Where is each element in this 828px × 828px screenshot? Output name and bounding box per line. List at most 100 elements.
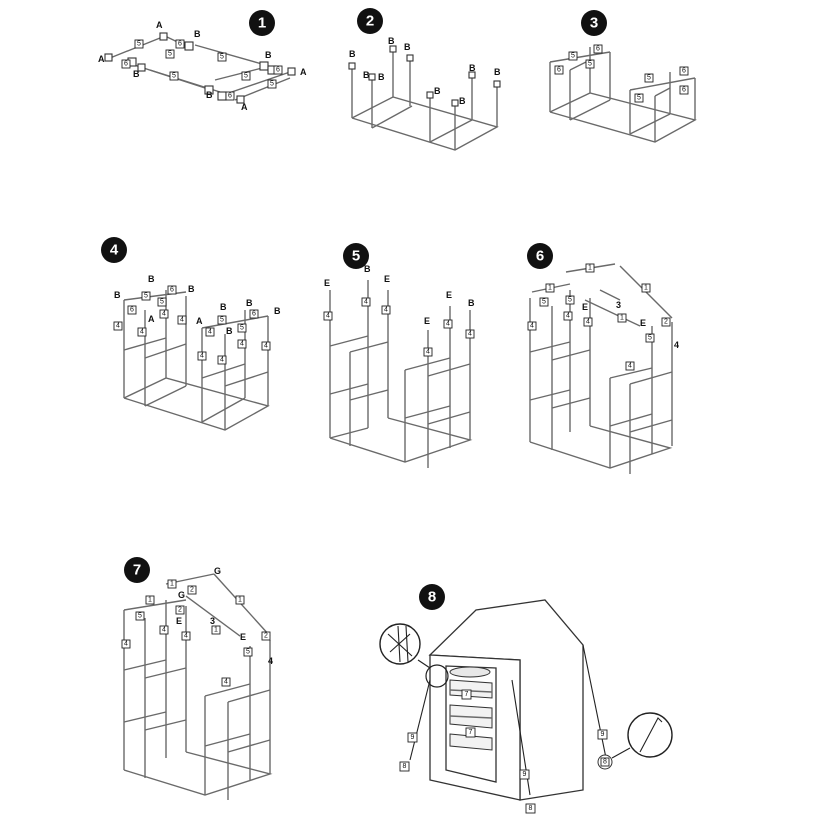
svg-text:1: 1 — [148, 597, 152, 604]
step-2-badge: 2 — [357, 8, 383, 34]
svg-text:5: 5 — [647, 75, 651, 82]
svg-text:5: 5 — [144, 293, 148, 300]
svg-text:4: 4 — [140, 329, 144, 336]
svg-text:4: 4 — [364, 299, 368, 306]
svg-text:B: B — [194, 29, 201, 39]
svg-text:9: 9 — [411, 734, 415, 741]
svg-text:A: A — [196, 316, 203, 326]
svg-text:B: B — [434, 86, 441, 96]
svg-text:3: 3 — [616, 300, 621, 310]
svg-text:G: G — [214, 566, 221, 576]
svg-text:B: B — [188, 284, 195, 294]
svg-text:6: 6 — [536, 248, 544, 265]
svg-text:5: 5 — [240, 325, 244, 332]
svg-text:4: 4 — [468, 331, 472, 338]
svg-text:4: 4 — [200, 353, 204, 360]
svg-text:4: 4 — [264, 343, 268, 350]
svg-text:5: 5 — [588, 61, 592, 68]
svg-text:4: 4 — [184, 633, 188, 640]
svg-text:5: 5 — [138, 613, 142, 620]
svg-text:E: E — [582, 302, 588, 312]
svg-text:4: 4 — [124, 641, 128, 648]
svg-text:7: 7 — [465, 691, 469, 698]
svg-text:1: 1 — [620, 315, 624, 322]
svg-text:6: 6 — [682, 68, 686, 75]
svg-text:B: B — [206, 90, 213, 100]
svg-text:5: 5 — [168, 51, 172, 58]
svg-text:4: 4 — [426, 349, 430, 356]
step-4-frame: 5 6 5 6 4 4 4 4 5 6 4 5 4 4 4 4 B B B A … — [113, 274, 281, 431]
step-6-frame: 1 1 1 1 5 5 4 4 4 2 5 4 3 4 E E — [527, 263, 679, 474]
svg-text:B: B — [469, 63, 476, 73]
svg-text:5: 5 — [220, 317, 224, 324]
svg-text:3: 3 — [590, 15, 598, 32]
svg-text:B: B — [220, 302, 227, 312]
svg-text:5: 5 — [220, 54, 224, 61]
svg-text:G: G — [178, 590, 185, 600]
svg-text:9: 9 — [601, 731, 605, 738]
step-8-badge: 8 — [419, 584, 445, 610]
svg-text:B: B — [148, 274, 155, 284]
svg-text:5: 5 — [352, 248, 360, 265]
svg-text:4: 4 — [208, 329, 212, 336]
step-8-greenhouse: 7 7 9 8 9 8 9 8 — [379, 599, 673, 814]
svg-text:5: 5 — [648, 335, 652, 342]
svg-text:4: 4 — [384, 307, 388, 314]
svg-text:B: B — [378, 72, 385, 82]
step-1-base-parts: 5 5 5 5 5 5 6 6 6 6 A B A B B A B A — [98, 20, 307, 112]
svg-text:2: 2 — [190, 587, 194, 594]
step-3-badge: 3 — [581, 10, 607, 36]
svg-text:B: B — [133, 69, 140, 79]
svg-text:4: 4 — [162, 627, 166, 634]
svg-text:7: 7 — [133, 562, 141, 579]
svg-text:1: 1 — [548, 285, 552, 292]
svg-text:E: E — [424, 316, 430, 326]
svg-text:6: 6 — [130, 307, 134, 314]
svg-text:B: B — [363, 70, 370, 80]
svg-text:E: E — [176, 616, 182, 626]
step-7-badge: 7 — [124, 557, 150, 583]
svg-text:4: 4 — [566, 313, 570, 320]
svg-text:A: A — [148, 314, 155, 324]
svg-text:1: 1 — [644, 285, 648, 292]
svg-text:5: 5 — [137, 41, 141, 48]
svg-text:4: 4 — [628, 363, 632, 370]
svg-text:B: B — [274, 306, 281, 316]
svg-text:1: 1 — [258, 15, 266, 32]
svg-text:B: B — [226, 326, 233, 336]
svg-text:2: 2 — [664, 319, 668, 326]
svg-text:4: 4 — [116, 323, 120, 330]
step-7-frame: 1 1 1 1 2 2 5 4 4 4 2 5 4 G G E E 3 4 — [121, 566, 273, 800]
svg-text:6: 6 — [124, 61, 128, 68]
svg-text:8: 8 — [403, 763, 407, 770]
step-2-frame: B B B B B B B B B — [348, 36, 501, 151]
svg-text:E: E — [640, 318, 646, 328]
svg-text:4: 4 — [240, 341, 244, 348]
svg-text:4: 4 — [224, 679, 228, 686]
step-3-frame: 5 5 6 6 5 6 5 6 — [549, 44, 697, 143]
svg-text:5: 5 — [637, 95, 641, 102]
svg-text:6: 6 — [228, 93, 232, 100]
svg-text:A: A — [241, 102, 248, 112]
svg-text:A: A — [300, 67, 307, 77]
svg-text:8: 8 — [529, 805, 533, 812]
svg-text:B: B — [265, 50, 272, 60]
svg-text:4: 4 — [220, 357, 224, 364]
svg-text:1: 1 — [238, 597, 242, 604]
svg-text:B: B — [459, 96, 466, 106]
svg-text:4: 4 — [586, 319, 590, 326]
svg-text:8: 8 — [603, 759, 607, 766]
svg-text:4: 4 — [530, 323, 534, 330]
svg-text:1: 1 — [588, 265, 592, 272]
svg-text:B: B — [364, 264, 371, 274]
svg-text:E: E — [384, 274, 390, 284]
svg-text:E: E — [446, 290, 452, 300]
svg-text:4: 4 — [446, 321, 450, 328]
svg-text:B: B — [494, 67, 501, 77]
svg-text:5: 5 — [160, 299, 164, 306]
svg-text:5: 5 — [246, 649, 250, 656]
svg-text:6: 6 — [178, 41, 182, 48]
svg-text:2: 2 — [178, 607, 182, 614]
svg-text:A: A — [156, 20, 163, 30]
svg-text:E: E — [240, 632, 246, 642]
